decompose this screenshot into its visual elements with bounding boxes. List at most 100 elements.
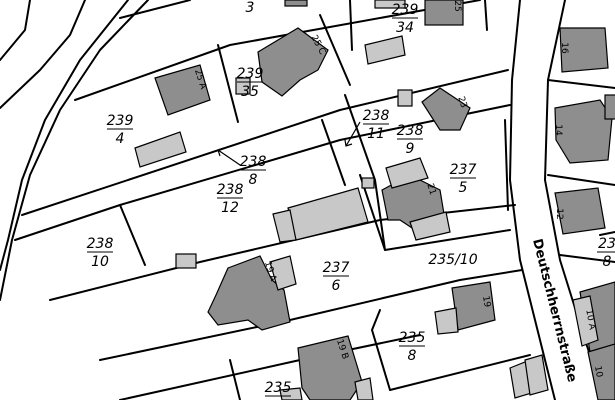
top-line-a (119, 0, 191, 19)
arrow-238-8 (217, 149, 241, 166)
parcel-239-35-num: 239 (237, 66, 264, 82)
v-line-6 (119, 204, 146, 266)
v-line-7 (371, 309, 391, 391)
building-23 (421, 87, 471, 131)
parcel-239-4-num: 239 (107, 113, 134, 129)
parcel-235-8-den: 8 (408, 348, 417, 364)
v-line-1 (217, 44, 239, 123)
road-edge-left-inner2 (0, 0, 129, 271)
parcel-235-8-num: 235 (399, 330, 426, 346)
parcel-235-10: 235/10 (428, 252, 477, 268)
outbuilding-239-4 (134, 131, 187, 168)
parcel-238-8-num: 238 (240, 154, 267, 170)
right-line-3 (559, 254, 615, 263)
parcel-238-12-den: 12 (221, 200, 239, 216)
parcel-label-3: 3 (246, 0, 255, 16)
arrow-238-11 (345, 121, 361, 147)
parcel-238-11-num: 238 (363, 108, 390, 124)
right-line-4 (599, 231, 615, 236)
house-number-10a: 10 A (583, 309, 597, 332)
v-line-8 (229, 359, 241, 400)
house-number-23: 23 (455, 95, 468, 109)
diag-line-3 (14, 104, 511, 241)
parcel-239-34-den: 34 (396, 20, 414, 36)
building-14 (554, 99, 613, 164)
outbuilding-bottom-2 (524, 354, 549, 396)
v-line-3 (321, 119, 346, 186)
building-10 (587, 343, 615, 400)
parcel-239-4-den: 4 (116, 131, 125, 147)
parcel-235-bottom-num: 235 (265, 380, 292, 396)
outbuilding-10a (572, 295, 599, 347)
outbuilding-238-10 (175, 253, 197, 269)
outbuilding-bottom-3 (279, 387, 303, 400)
road-edge-left-outer (0, 0, 86, 109)
v-line-4 (344, 94, 386, 251)
parcel-238-10-den: 10 (91, 254, 109, 270)
building-16 (559, 27, 609, 73)
parcel-238-9-num: 238 (397, 123, 424, 139)
arrows (217, 121, 361, 166)
house-number-10: 10 (592, 365, 604, 378)
arrow-238-8-head (217, 147, 225, 157)
road-edge-left-inner (0, 0, 149, 301)
house-number-19: 19 (480, 295, 492, 308)
building-25 (424, 0, 464, 26)
outbuilding-25c (364, 35, 406, 65)
street-edge-right (544, 0, 606, 400)
parcel-238-12-num: 238 (217, 182, 244, 198)
arrow-238-11-head (344, 139, 353, 147)
parcel-right-den: 8 (603, 254, 612, 270)
diag-line-2 (21, 69, 509, 216)
parcel-237-6-num: 237 (323, 260, 350, 276)
v-line-9 (504, 119, 509, 211)
parcel-238-11-den: 11 (367, 126, 385, 142)
house-number-16: 16 (559, 42, 569, 54)
top-line-b (349, 0, 353, 51)
diag-line-5 (99, 269, 523, 361)
house-number-12: 12 (554, 208, 564, 219)
outbuilding-23 (397, 89, 413, 107)
outbuilding-21-a (385, 157, 429, 189)
building-top-small (284, 0, 308, 7)
outbuilding-19a (269, 255, 297, 291)
building-25c (257, 27, 329, 97)
diag-line-7 (389, 354, 531, 391)
building-19b (297, 335, 363, 400)
road-edge-left-mid (0, 0, 31, 61)
buildings (134, 0, 615, 400)
building-25a (154, 64, 211, 116)
right-line-1 (547, 79, 615, 89)
v-line-2 (319, 14, 351, 86)
building-12 (554, 187, 606, 235)
parcel-238-9-den: 9 (406, 141, 415, 157)
house-number-21: 21 (424, 182, 437, 196)
outbuilding-21-c (361, 177, 375, 189)
building-14-b (604, 94, 615, 120)
outbuilding-21-b (409, 211, 451, 241)
v-line-5 (359, 174, 511, 251)
parcel-right-num: 23 (598, 236, 615, 252)
house-number-14: 14 (553, 124, 563, 136)
parcel-238-8-den: 8 (249, 172, 258, 188)
house-number-25: 25 (452, 0, 462, 11)
parcel-239-34-num: 239 (392, 2, 419, 18)
outbuilding-top (374, 0, 406, 9)
parcel-237-5-den: 5 (459, 180, 468, 196)
right-line-2 (547, 174, 615, 186)
garage-238-12 (287, 187, 369, 241)
diag-line-1 (74, 0, 481, 101)
outbuilding-19b (354, 377, 374, 400)
parcel-237-5-num: 237 (450, 162, 477, 178)
garage-238-12-b (272, 209, 297, 243)
top-line-c (484, 0, 488, 31)
parcel-238-10-num: 238 (87, 236, 114, 252)
street-edge-left (509, 0, 556, 400)
building-19a (207, 255, 291, 331)
parcel-labels: 3 239 34 239 35 239 4 238 11 238 9 238 8… (87, 0, 615, 397)
outbuilding-19 (434, 307, 459, 335)
parcel-237-6-den: 6 (332, 278, 341, 294)
parcel-239-35-den: 35 (241, 84, 259, 100)
